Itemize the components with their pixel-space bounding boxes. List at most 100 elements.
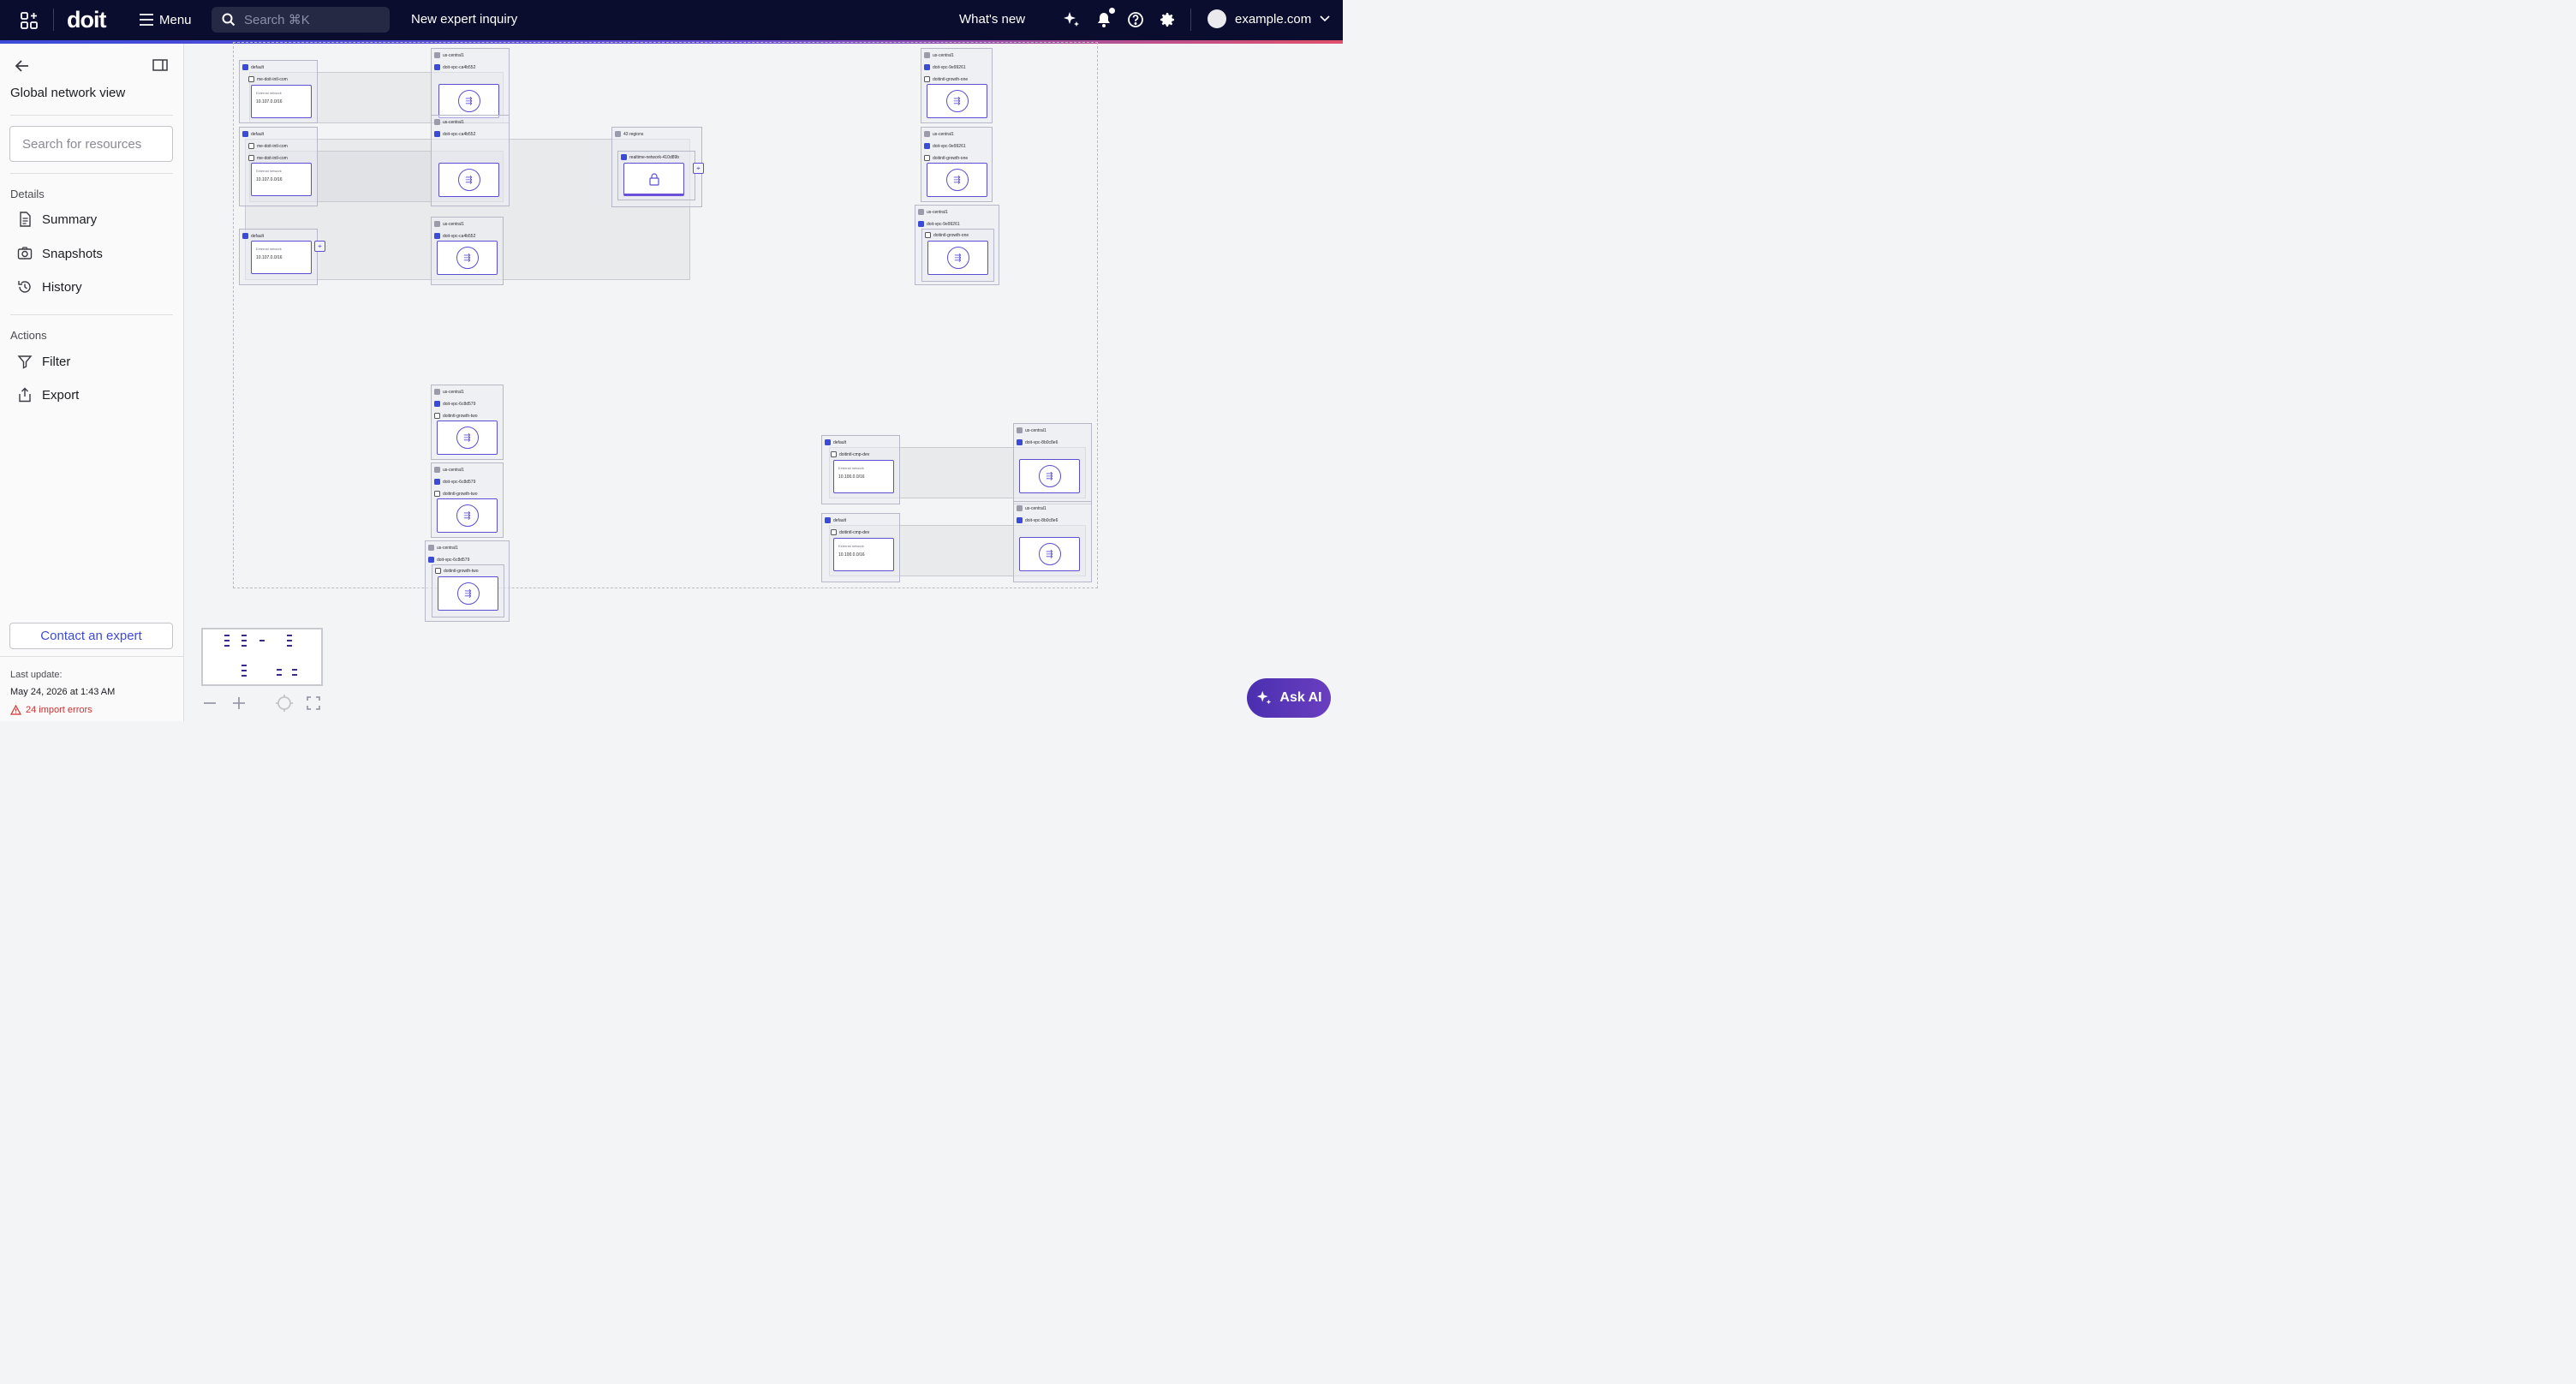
router-node[interactable]: ⇶ — [437, 421, 498, 455]
global-search[interactable] — [212, 7, 390, 33]
router-node[interactable]: ⇶ — [437, 498, 498, 533]
network-diagram-canvas[interactable]: default me-doit-intl-com External networ… — [185, 42, 1343, 721]
region-card[interactable]: us-central1 doit-vpc-8b0c8e6 ⇶ — [1013, 501, 1092, 582]
zoom-out-icon[interactable] — [200, 693, 220, 713]
last-update-value: May 24, 2026 at 1:43 AM — [10, 687, 116, 697]
new-expert-inquiry-link[interactable]: New expert inquiry — [411, 12, 518, 27]
region-icon — [1017, 427, 1023, 433]
regions-card[interactable]: 43 regions realtime-network-410d89b — [611, 127, 702, 207]
region-card[interactable]: us-central1 doit-vpc-ca4b552 ⇶ — [431, 48, 510, 123]
router-node[interactable]: ⇶ — [437, 241, 498, 275]
menu-button[interactable]: Menu — [139, 9, 192, 31]
vpc-header: doit-vpc-8b0c8e6 — [1017, 438, 1058, 446]
router-icon: ⇶ — [946, 247, 969, 269]
sidebar-item-export[interactable]: Export — [17, 385, 79, 404]
ask-ai-button[interactable]: Ask AI — [1247, 678, 1331, 718]
private-network-node[interactable] — [623, 163, 684, 196]
last-update-label: Last update: — [10, 670, 63, 680]
region-icon — [434, 467, 440, 473]
subnet-icon — [435, 568, 441, 574]
recenter-icon[interactable] — [274, 693, 295, 713]
minimap[interactable] — [201, 628, 323, 686]
vpc-header: doit-vpc-6c8d579 — [434, 400, 475, 408]
sidebar-item-snapshots[interactable]: Snapshots — [17, 244, 103, 263]
region-card[interactable]: us-central1 doit-vpc-ca4b552 ⇶ — [431, 115, 510, 206]
sparkle-icon[interactable] — [1062, 10, 1081, 29]
fullscreen-icon[interactable] — [303, 693, 324, 713]
network-card[interactable]: default doitintl-cmp-dev External networ… — [821, 513, 900, 582]
minimap-node — [287, 645, 292, 647]
back-arrow-icon[interactable] — [14, 57, 31, 75]
filter-icon — [17, 355, 33, 369]
region-card[interactable]: us-central1 doit-vpc-ca4b552 ⇶ — [431, 217, 504, 285]
subnet-header: doitintl-growth-one — [924, 75, 968, 83]
whats-new-link[interactable]: What's new — [959, 12, 1026, 27]
router-node[interactable]: ⇶ — [927, 84, 987, 118]
contact-expert-button[interactable]: Contact an expert — [9, 623, 173, 649]
help-icon[interactable] — [1126, 10, 1145, 29]
minimap-node — [292, 669, 297, 671]
import-errors-link[interactable]: 24 import errors — [10, 705, 92, 715]
sidebar: Global network view Details Summary Snap… — [0, 44, 184, 721]
actions-heading: Actions — [10, 329, 47, 342]
top-bar: doit Menu New expert inquiry What's new … — [0, 0, 1343, 40]
minimap-node — [242, 665, 247, 666]
region-card[interactable]: us-central1 doit-vpc-6c8d579 doitintl-gr… — [431, 462, 504, 538]
vpn-link-icon[interactable]: ⌖ — [314, 241, 325, 252]
subnet-icon — [831, 451, 837, 457]
sidebar-item-filter[interactable]: Filter — [17, 352, 70, 371]
realtime-network-card[interactable]: realtime-network-410d89b — [617, 151, 695, 200]
region-icon — [615, 131, 621, 137]
zoom-in-icon[interactable] — [229, 693, 249, 713]
collapse-panel-icon[interactable] — [152, 58, 168, 72]
vpc-icon — [1017, 439, 1023, 445]
account-menu[interactable]: example.com — [1208, 9, 1330, 28]
router-node[interactable]: ⇶ — [438, 163, 499, 197]
router-node[interactable]: ⇶ — [438, 84, 499, 118]
router-node[interactable]: ⇶ — [1019, 537, 1080, 571]
region-card[interactable]: us-central1 doit-vpc-6c8d579 doitintl-gr… — [431, 385, 504, 460]
region-header: us-central1 — [434, 118, 464, 126]
router-icon: ⇶ — [456, 247, 479, 269]
subnet-card[interactable]: doitintl-growth-two ⇶ — [432, 564, 504, 617]
notifications-bell-icon[interactable] — [1094, 8, 1115, 29]
network-card[interactable]: default doitintl-cmp-dev External networ… — [821, 435, 900, 504]
minimap-node — [242, 670, 247, 671]
router-node[interactable]: ⇶ — [927, 163, 987, 197]
router-node[interactable]: ⇶ — [438, 576, 498, 611]
router-icon: ⇶ — [456, 582, 480, 605]
vpc-header: doit-vpc-ca4b552 — [434, 130, 475, 138]
global-search-input[interactable] — [244, 12, 381, 27]
sidebar-item-label: Summary — [42, 212, 98, 227]
region-card[interactable]: us-central1 doit-vpc-9e99261 doitintl-gr… — [921, 48, 993, 123]
region-card[interactable]: us-central1 doit-vpc-9e99261 doitintl-gr… — [921, 127, 993, 202]
settings-gear-icon[interactable] — [1158, 10, 1177, 29]
subnet-icon — [831, 529, 837, 535]
doit-logo[interactable]: doit — [67, 7, 106, 33]
sidebar-item-summary[interactable]: Summary — [17, 210, 97, 229]
region-card[interactable]: us-central1 doit-vpc-6c8d579 doitintl-gr… — [425, 540, 510, 622]
network-icon — [242, 233, 248, 239]
vpn-link-icon[interactable]: ⌖ — [693, 163, 704, 174]
network-card[interactable]: default me-doit-intl-com me-doit-intl-co… — [239, 127, 318, 206]
region-card[interactable]: us-central1 doit-vpc-9e99261 doitintl-gr… — [915, 205, 999, 285]
router-node[interactable]: ⇶ — [927, 241, 988, 275]
subnet-card[interactable]: doitintl-growth-one ⇶ — [921, 229, 994, 282]
subnet-header: doitintl-growth-two — [434, 490, 478, 498]
resource-search-input[interactable] — [9, 126, 173, 162]
minimap-node — [242, 645, 247, 647]
region-card[interactable]: us-central1 doit-vpc-8b0c8e6 ⇶ — [1013, 423, 1092, 504]
search-icon — [222, 13, 236, 27]
sidebar-item-history[interactable]: History — [17, 277, 82, 296]
router-node[interactable]: ⇶ — [1019, 459, 1080, 493]
apps-grid-icon[interactable] — [19, 10, 39, 31]
divider — [0, 656, 184, 657]
network-card[interactable]: default me-doit-intl-com External networ… — [239, 60, 318, 123]
subnet-header: doitintl-cmp-dev — [831, 528, 869, 536]
